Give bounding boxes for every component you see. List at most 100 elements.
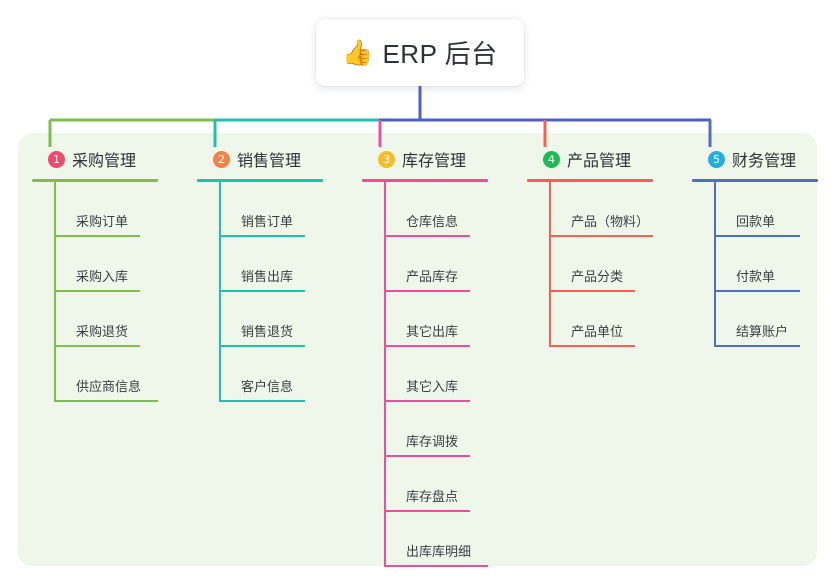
branch-underline (362, 179, 488, 182)
item-connector-line (54, 237, 56, 292)
branch-header-2[interactable]: 2 销售管理 (197, 147, 347, 171)
item-underline (54, 290, 140, 292)
branch-items: 产品（物料） 产品分类产品单位 (527, 182, 677, 347)
branch-header-4[interactable]: 4 产品管理 (527, 147, 677, 171)
item-underline (219, 290, 305, 292)
branch-item[interactable]: 销售出库 (219, 237, 347, 292)
item-connector-line (219, 347, 221, 402)
item-connector-line (384, 347, 386, 402)
item-underline (219, 345, 305, 347)
branch-item[interactable]: 客户信息 (219, 347, 347, 402)
branch-title: 库存管理 (402, 153, 467, 170)
item-connector-line (219, 182, 221, 237)
item-underline (384, 565, 488, 567)
item-label: 仓库信息 (406, 214, 459, 229)
root-node[interactable]: 👍 ERP 后台 (316, 19, 524, 86)
branch-item[interactable]: 付款单 (714, 237, 839, 292)
branch-item[interactable]: 采购订单 (54, 182, 182, 237)
branch-items: 销售订单销售出库销售退货客户信息 (197, 182, 347, 402)
branch-item[interactable]: 采购退货 (54, 292, 182, 347)
item-label: 库存盘点 (406, 489, 459, 504)
item-underline (384, 290, 470, 292)
item-label: 产品库存 (406, 269, 459, 284)
item-connector-line (714, 182, 716, 237)
branch-items: 回款单付款单结算账户 (692, 182, 839, 347)
branch-item[interactable]: 产品单位 (549, 292, 677, 347)
branch-number-badge: 2 (213, 150, 230, 168)
branch-items: 仓库信息产品库存其它出库其它入库库存调拨库存盘点出库库明细 (362, 182, 512, 567)
item-underline (54, 345, 140, 347)
branch-item[interactable]: 采购入库 (54, 237, 182, 292)
branch-item[interactable]: 库存盘点 (384, 457, 512, 512)
item-connector-line (54, 292, 56, 347)
branch-item[interactable]: 仓库信息 (384, 182, 512, 237)
branch-number-badge: 4 (543, 150, 560, 168)
branch-item[interactable]: 产品库存 (384, 237, 512, 292)
item-connector-line (219, 292, 221, 347)
item-label: 销售出库 (241, 269, 294, 284)
item-label: 出库库明细 (406, 544, 472, 559)
item-connector-line (384, 512, 386, 567)
branch-item[interactable]: 产品（物料） (549, 182, 677, 237)
branch-underline (692, 179, 818, 182)
item-label: 销售订单 (241, 214, 294, 229)
branch-underline (32, 179, 158, 182)
item-connector-line (384, 182, 386, 237)
item-label: 产品分类 (571, 269, 624, 284)
item-label: 库存调拨 (406, 434, 459, 449)
branch-column-3: 3 库存管理仓库信息产品库存其它出库其它入库库存调拨库存盘点出库库明细 (362, 147, 512, 567)
branch-item[interactable]: 库存调拨 (384, 402, 512, 457)
branch-title: 采购管理 (72, 153, 137, 170)
item-underline (714, 235, 800, 237)
item-connector-line (54, 182, 56, 237)
branch-item[interactable]: 其它出库 (384, 292, 512, 347)
item-label: 产品（物料） (571, 214, 650, 229)
item-connector-line (54, 347, 56, 402)
item-label: 其它入库 (406, 379, 459, 394)
branch-item[interactable]: 产品分类 (549, 237, 677, 292)
item-connector-line (549, 292, 551, 347)
branch-underline (197, 179, 323, 182)
branch-item[interactable]: 结算账户 (714, 292, 839, 347)
item-label: 产品单位 (571, 324, 624, 339)
item-underline (54, 235, 140, 237)
item-connector-line (714, 237, 716, 292)
branch-title: 产品管理 (567, 153, 632, 170)
item-underline (714, 345, 800, 347)
item-underline (549, 290, 635, 292)
branch-column-4: 4 产品管理产品（物料） 产品分类产品单位 (527, 147, 677, 347)
item-underline (54, 400, 158, 402)
branch-item[interactable]: 销售订单 (219, 182, 347, 237)
item-label: 采购入库 (76, 269, 129, 284)
branch-item[interactable]: 供应商信息 (54, 347, 182, 402)
branch-title: 销售管理 (237, 153, 302, 170)
item-connector-line (549, 237, 551, 292)
branch-number-badge: 5 (708, 150, 725, 168)
thumbs-up-emoji: 👍 (342, 39, 374, 67)
item-underline (549, 235, 653, 237)
item-connector-line (714, 292, 716, 347)
branch-column-2: 2 销售管理销售订单销售出库销售退货客户信息 (197, 147, 347, 402)
item-label: 供应商信息 (76, 379, 142, 394)
branch-item[interactable]: 出库库明细 (384, 512, 512, 567)
branch-item[interactable]: 其它入库 (384, 347, 512, 402)
item-underline (549, 345, 635, 347)
branch-item[interactable]: 回款单 (714, 182, 839, 237)
item-connector-line (384, 292, 386, 347)
branch-item[interactable]: 销售退货 (219, 292, 347, 347)
item-connector-line (384, 457, 386, 512)
branch-header-3[interactable]: 3 库存管理 (362, 147, 512, 171)
item-connector-line (384, 402, 386, 457)
branch-items: 采购订单采购入库采购退货供应商信息 (32, 182, 182, 402)
item-underline (219, 400, 305, 402)
branch-number-badge: 3 (378, 150, 395, 168)
item-label: 采购订单 (76, 214, 129, 229)
item-underline (714, 290, 800, 292)
item-connector-line (549, 182, 551, 237)
item-label: 客户信息 (241, 379, 294, 394)
